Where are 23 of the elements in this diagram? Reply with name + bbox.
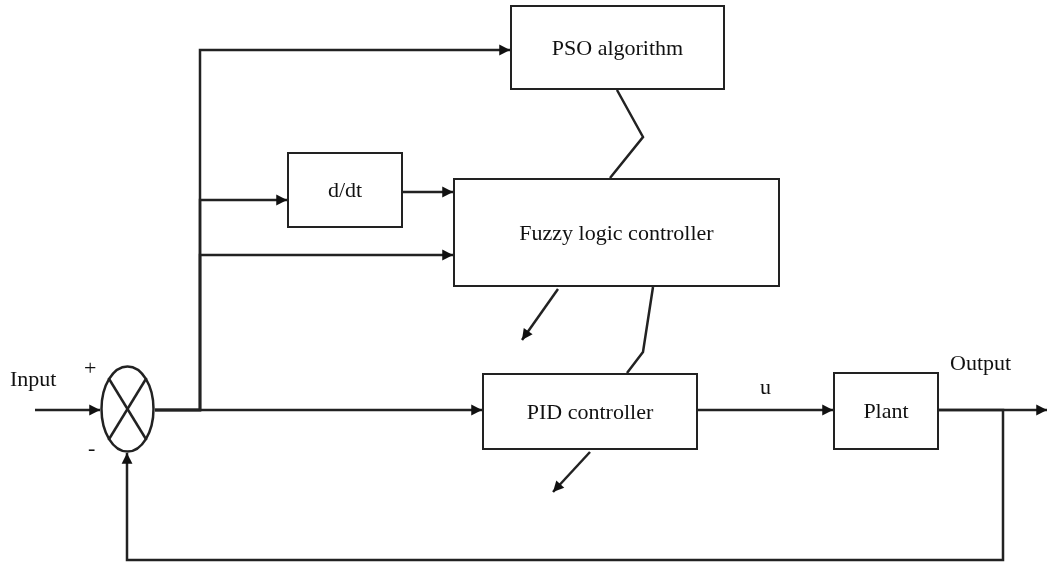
- arrow: [35, 404, 101, 416]
- block-box: [287, 152, 403, 228]
- sign-label: +: [84, 357, 97, 379]
- block-box: [482, 373, 698, 450]
- block-label: d/dt: [327, 177, 363, 203]
- connector-line: [626, 286, 655, 374]
- signal-label: Output: [950, 352, 1012, 374]
- sign-label: -: [88, 437, 96, 459]
- block-box: [833, 372, 939, 450]
- arrow: [121, 408, 1005, 562]
- block-box: [453, 178, 780, 287]
- summing-junction: [100, 365, 155, 453]
- signal-label: Input: [10, 368, 57, 390]
- block-label: PID controller: [526, 398, 654, 425]
- arrow: [155, 249, 454, 412]
- edge-label: u: [760, 376, 771, 398]
- block-box: [510, 5, 725, 90]
- block-label: Plant: [863, 398, 909, 424]
- connector-line: [609, 89, 645, 179]
- arrow: [698, 404, 834, 416]
- arrow: [403, 186, 454, 198]
- block-label: Fuzzy logic controller: [519, 219, 714, 246]
- block-label: PSO algorithm: [551, 34, 684, 61]
